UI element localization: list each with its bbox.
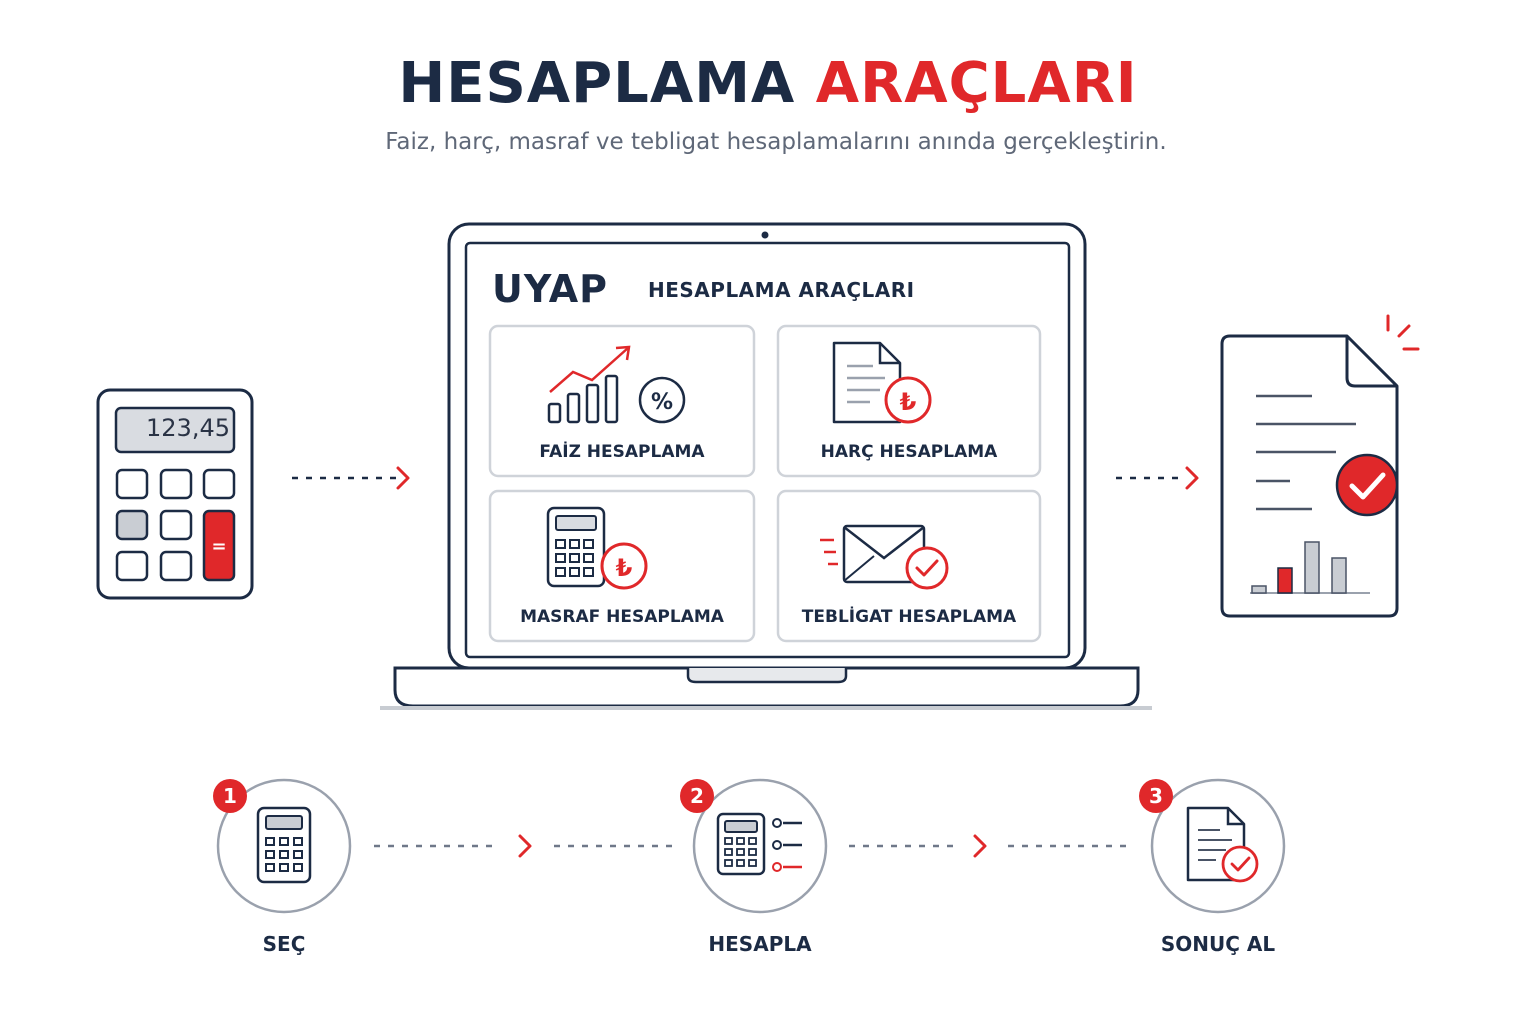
flow-arrow-right [1116, 466, 1199, 490]
app-title: HESAPLAMA ARAÇLARI [648, 278, 915, 302]
lira-document-icon: ₺ [832, 341, 932, 424]
flow-arrow-left [292, 466, 410, 490]
calculator-illustration: = [96, 388, 254, 600]
step-3-number: 3 [1149, 784, 1163, 808]
step-1-label: SEÇ [262, 932, 306, 956]
envelope-check-icon [820, 524, 949, 590]
step-connector-1 [374, 834, 676, 858]
svg-text:%: % [651, 390, 673, 415]
step-1-number: 1 [223, 784, 237, 808]
card-label-harc[interactable]: HARÇ HESAPLAMA [820, 442, 998, 462]
calculator-display [114, 406, 236, 454]
step-1-circle [213, 778, 352, 914]
card-tebligat[interactable] [776, 489, 1042, 643]
svg-text:UYAP: UYAP [492, 267, 608, 311]
card-masraf[interactable]: ₺ [488, 489, 756, 643]
step-3-badge [1139, 779, 1173, 813]
equals-key-label: = [211, 536, 226, 557]
step-2-badge [680, 779, 714, 813]
step-2-circle [680, 778, 828, 914]
uyap-logo: UYAP [492, 267, 608, 311]
calculator-list-icon [716, 812, 802, 876]
lira-calculator-icon: ₺ [546, 506, 648, 590]
title-part-2: ARAÇLARI [815, 51, 1138, 116]
calculator-icon [256, 806, 312, 884]
document-check-icon [1186, 806, 1259, 883]
page-subtitle: Faiz, harç, masraf ve tebligat hesaplama… [385, 129, 1167, 155]
card-faiz[interactable]: % [488, 324, 756, 478]
interest-chart-icon: % [547, 345, 686, 424]
title-part-1: HESAPLAMA [398, 51, 796, 116]
step-1-badge [213, 779, 247, 813]
equals-key [202, 509, 236, 582]
result-document-illustration [1220, 314, 1420, 618]
svg-text:₺: ₺ [900, 388, 917, 416]
card-harc[interactable]: ₺ [776, 324, 1042, 478]
svg-text:₺: ₺ [616, 554, 633, 582]
card-label-tebligat[interactable]: TEBLİGAT HESAPLAMA [801, 607, 1017, 627]
step-2-label: HESAPLA [708, 932, 812, 956]
card-label-faiz[interactable]: FAİZ HESAPLAMA [539, 442, 705, 462]
step-3-label: SONUÇ AL [1160, 932, 1276, 956]
calculator-display-value: 123,45 [146, 414, 230, 442]
step-3-circle [1139, 778, 1286, 914]
card-label-masraf[interactable]: MASRAF HESAPLAMA [520, 607, 724, 627]
webcam-icon [761, 231, 769, 239]
page-title: HESAPLAMA ARAÇLARI [0, 48, 1536, 120]
step-2-number: 2 [690, 784, 704, 808]
step-connector-2 [849, 834, 1132, 858]
